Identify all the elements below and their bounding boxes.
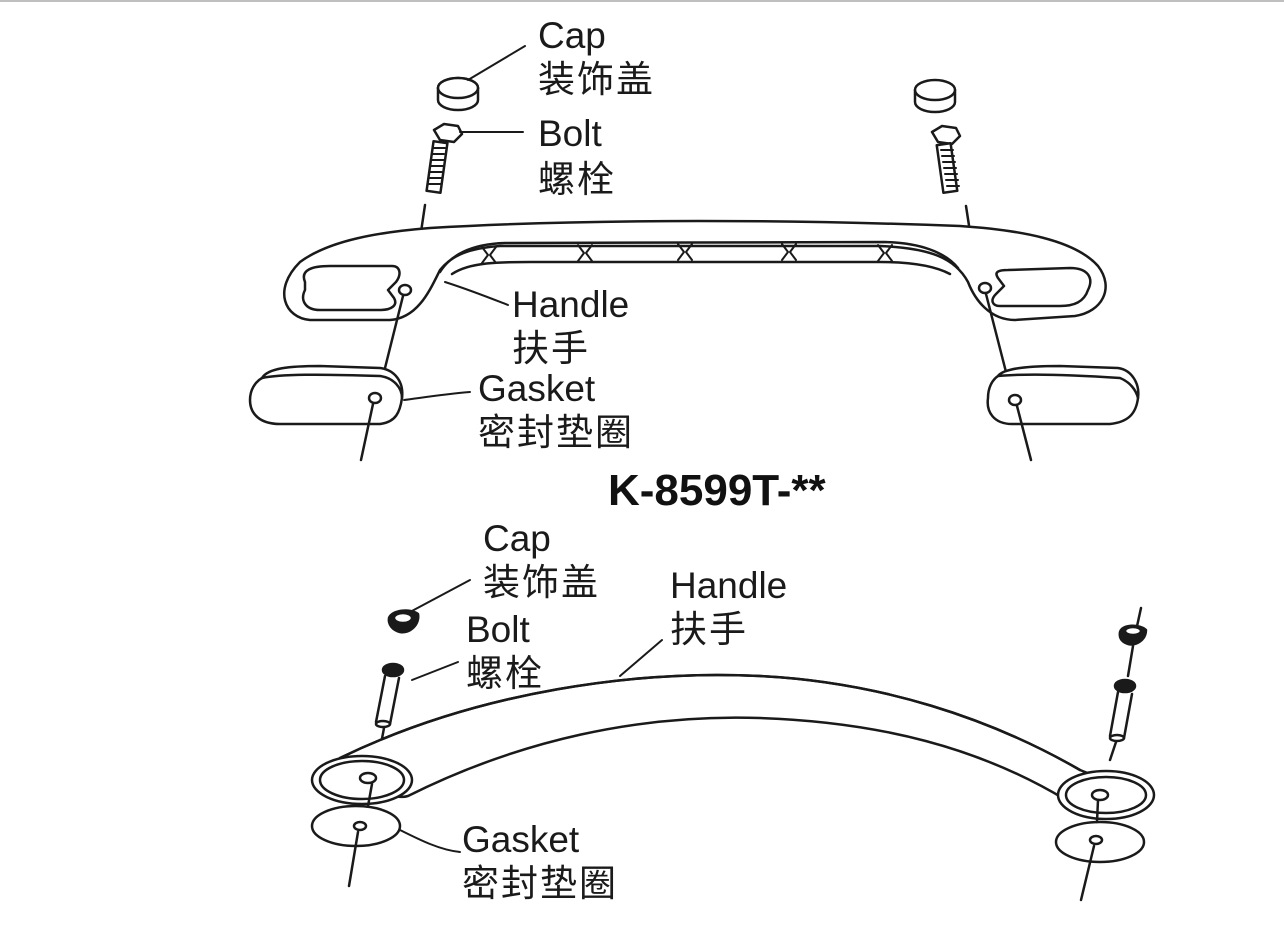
top-bolt-label: Bolt xyxy=(538,113,602,154)
top-leaders xyxy=(403,45,526,401)
bottom-handle-label-zh: 扶手 xyxy=(670,608,748,651)
top-right-cap xyxy=(913,78,957,114)
bottom-right-cap xyxy=(1118,624,1148,646)
bottom-gasket-label: Gasket xyxy=(462,819,580,860)
top-bolt-label-zh: 螺栓 xyxy=(538,158,616,201)
top-handle-label-zh: 扶手 xyxy=(512,327,590,370)
bottom-gasket-label-zh: 密封垫圈 xyxy=(462,862,618,905)
top-right-bolt xyxy=(930,124,962,194)
top-right-gasket xyxy=(986,364,1140,426)
model-number: K-8599T-** xyxy=(608,466,826,515)
bottom-cap-label-zh: 装饰盖 xyxy=(483,561,600,604)
top-handle-label: Handle xyxy=(512,284,630,325)
bottom-bolt-label: Bolt xyxy=(466,609,530,650)
top-gasket-label-zh: 密封垫圈 xyxy=(478,411,634,454)
bottom-bolt-label-zh: 螺栓 xyxy=(466,652,544,695)
top-cap-label: Cap xyxy=(538,15,606,56)
bottom-cap-label: Cap xyxy=(483,518,551,559)
top-left-gasket xyxy=(248,364,404,426)
bottom-assembly xyxy=(310,579,1156,902)
bottom-right-gasket xyxy=(1054,820,1146,864)
bottom-handle xyxy=(310,673,1156,821)
top-handle xyxy=(282,219,1107,322)
top-left-bolt xyxy=(425,122,464,194)
top-left-cap xyxy=(436,76,480,112)
bottom-leaders xyxy=(399,579,663,853)
top-assembly xyxy=(248,45,1140,462)
top-gasket-label: Gasket xyxy=(478,368,596,409)
bottom-right-bolt xyxy=(1108,678,1137,743)
top-cap-label-zh: 装饰盖 xyxy=(538,58,655,101)
bottom-handle-label: Handle xyxy=(670,565,788,606)
bottom-left-bolt xyxy=(374,662,405,729)
top-border xyxy=(0,0,1284,2)
bottom-left-cap xyxy=(387,609,420,634)
